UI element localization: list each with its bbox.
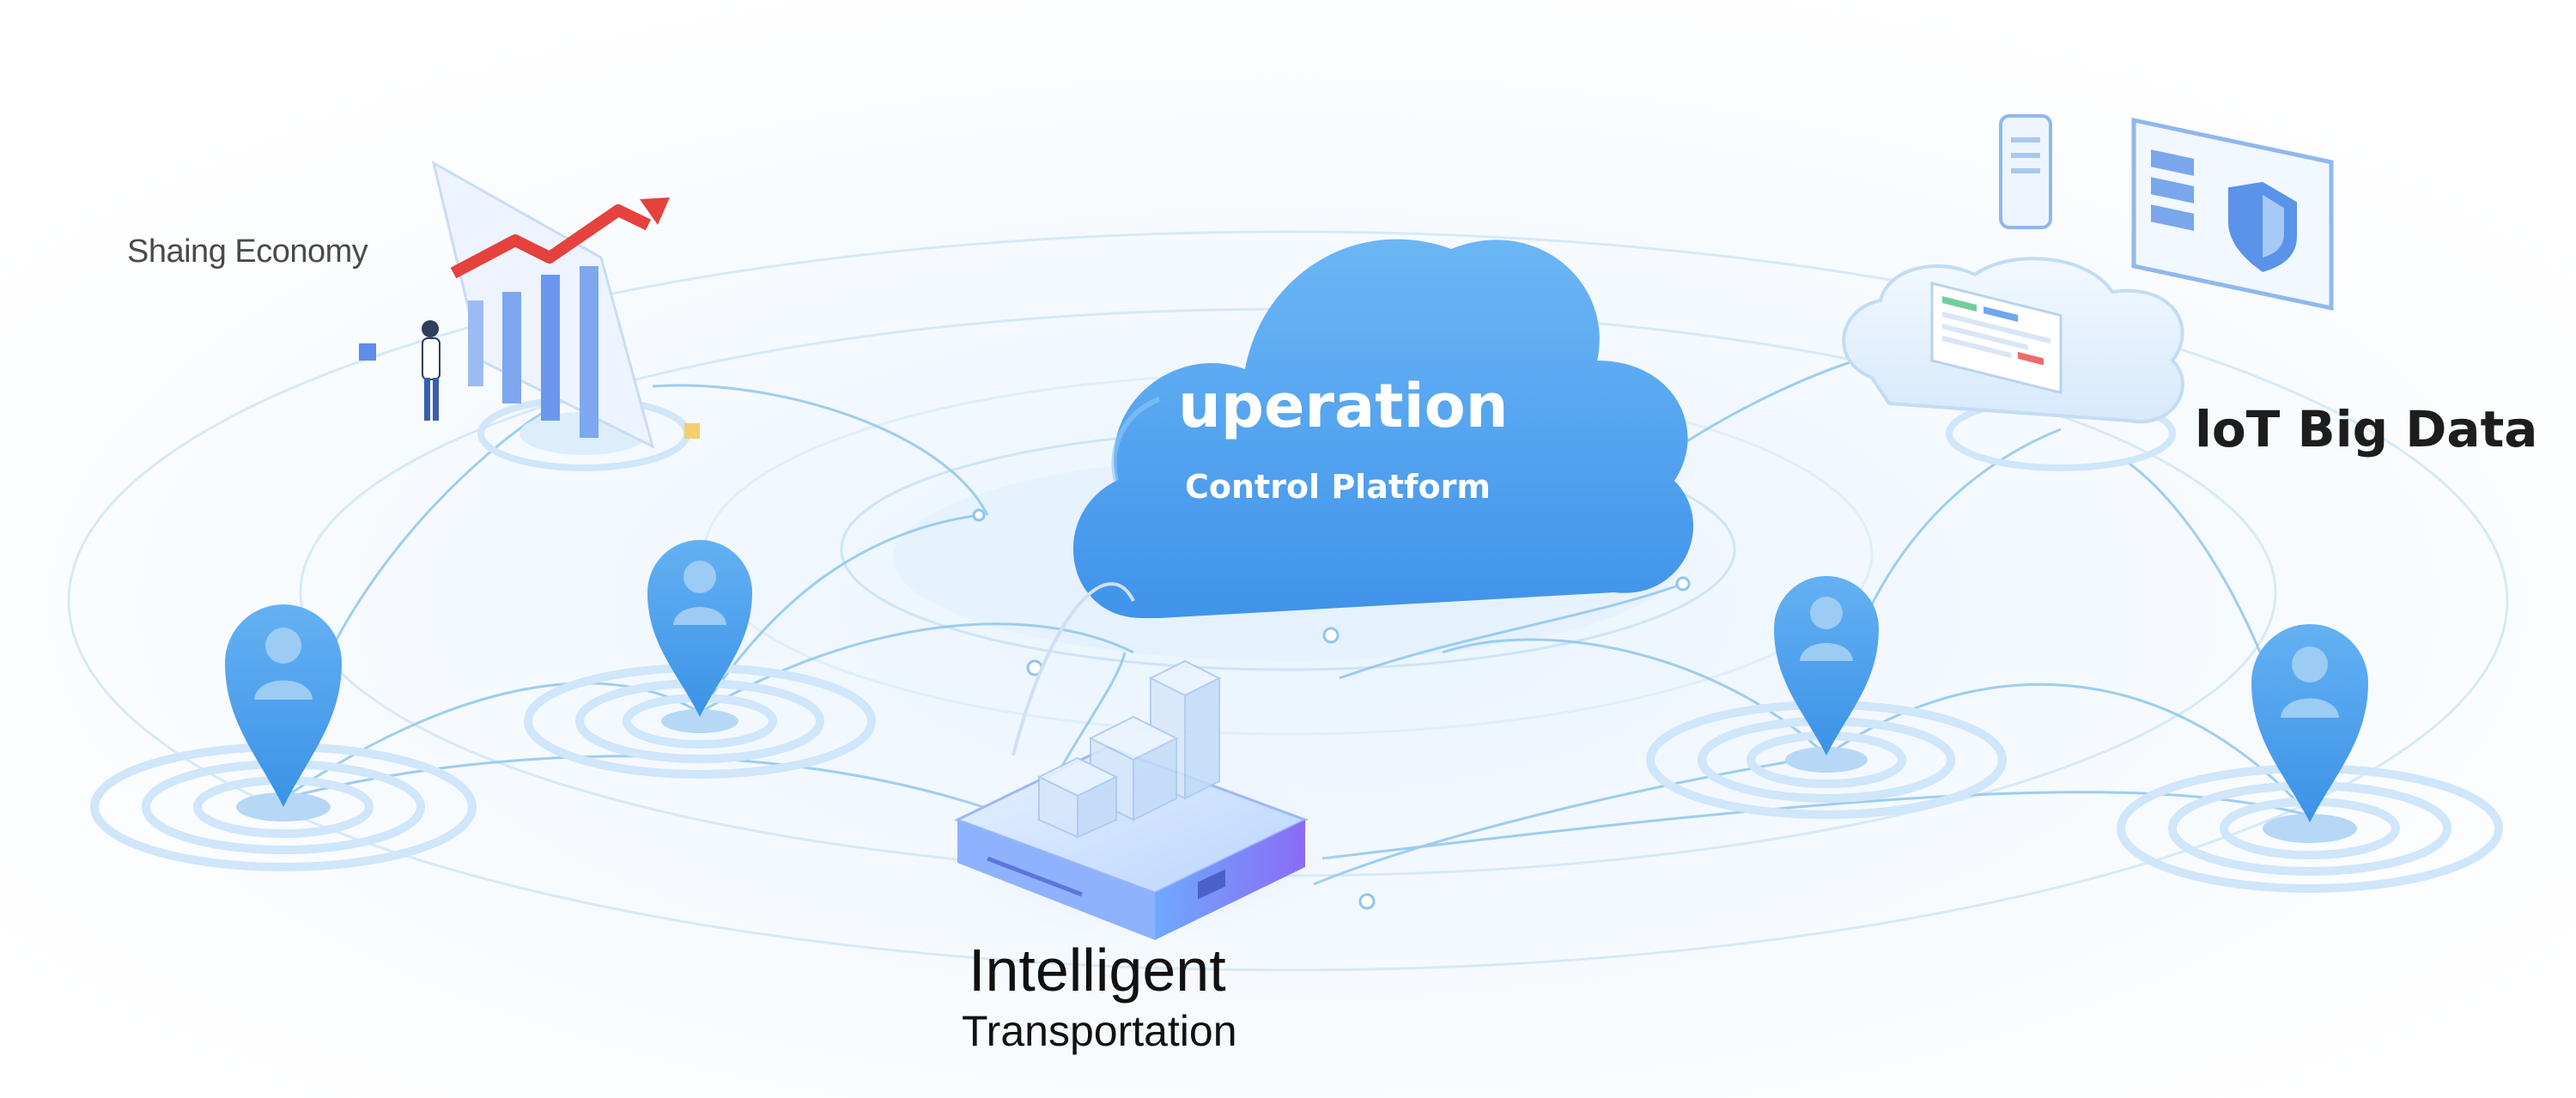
location-pin-4 xyxy=(2117,624,2503,893)
chip-server-icon xyxy=(919,582,1365,953)
sharing-economy-label: Shaing Economy xyxy=(127,234,368,270)
iot-big-data-label: loT Big Data xyxy=(2195,400,2538,458)
location-pin-user-icon xyxy=(225,604,342,807)
location-pin-user-icon xyxy=(2251,624,2368,822)
control-platform-label: Control Platform xyxy=(1185,468,1491,506)
cloud-dashboard-icon xyxy=(1842,114,2334,471)
location-pin-user-icon xyxy=(1774,576,1879,755)
location-pin-3 xyxy=(1646,576,2007,819)
operation-label: uperation xyxy=(1178,371,1509,441)
location-pin-1 xyxy=(90,604,477,871)
location-pin-2 xyxy=(524,540,876,779)
transportation-label: Transportation xyxy=(962,1007,1237,1055)
location-pin-user-icon xyxy=(647,540,752,717)
cloud-icon xyxy=(1072,239,1694,618)
intelligent-label: Intelligent xyxy=(969,937,1226,1004)
bar-chart-growth-icon xyxy=(359,161,700,471)
